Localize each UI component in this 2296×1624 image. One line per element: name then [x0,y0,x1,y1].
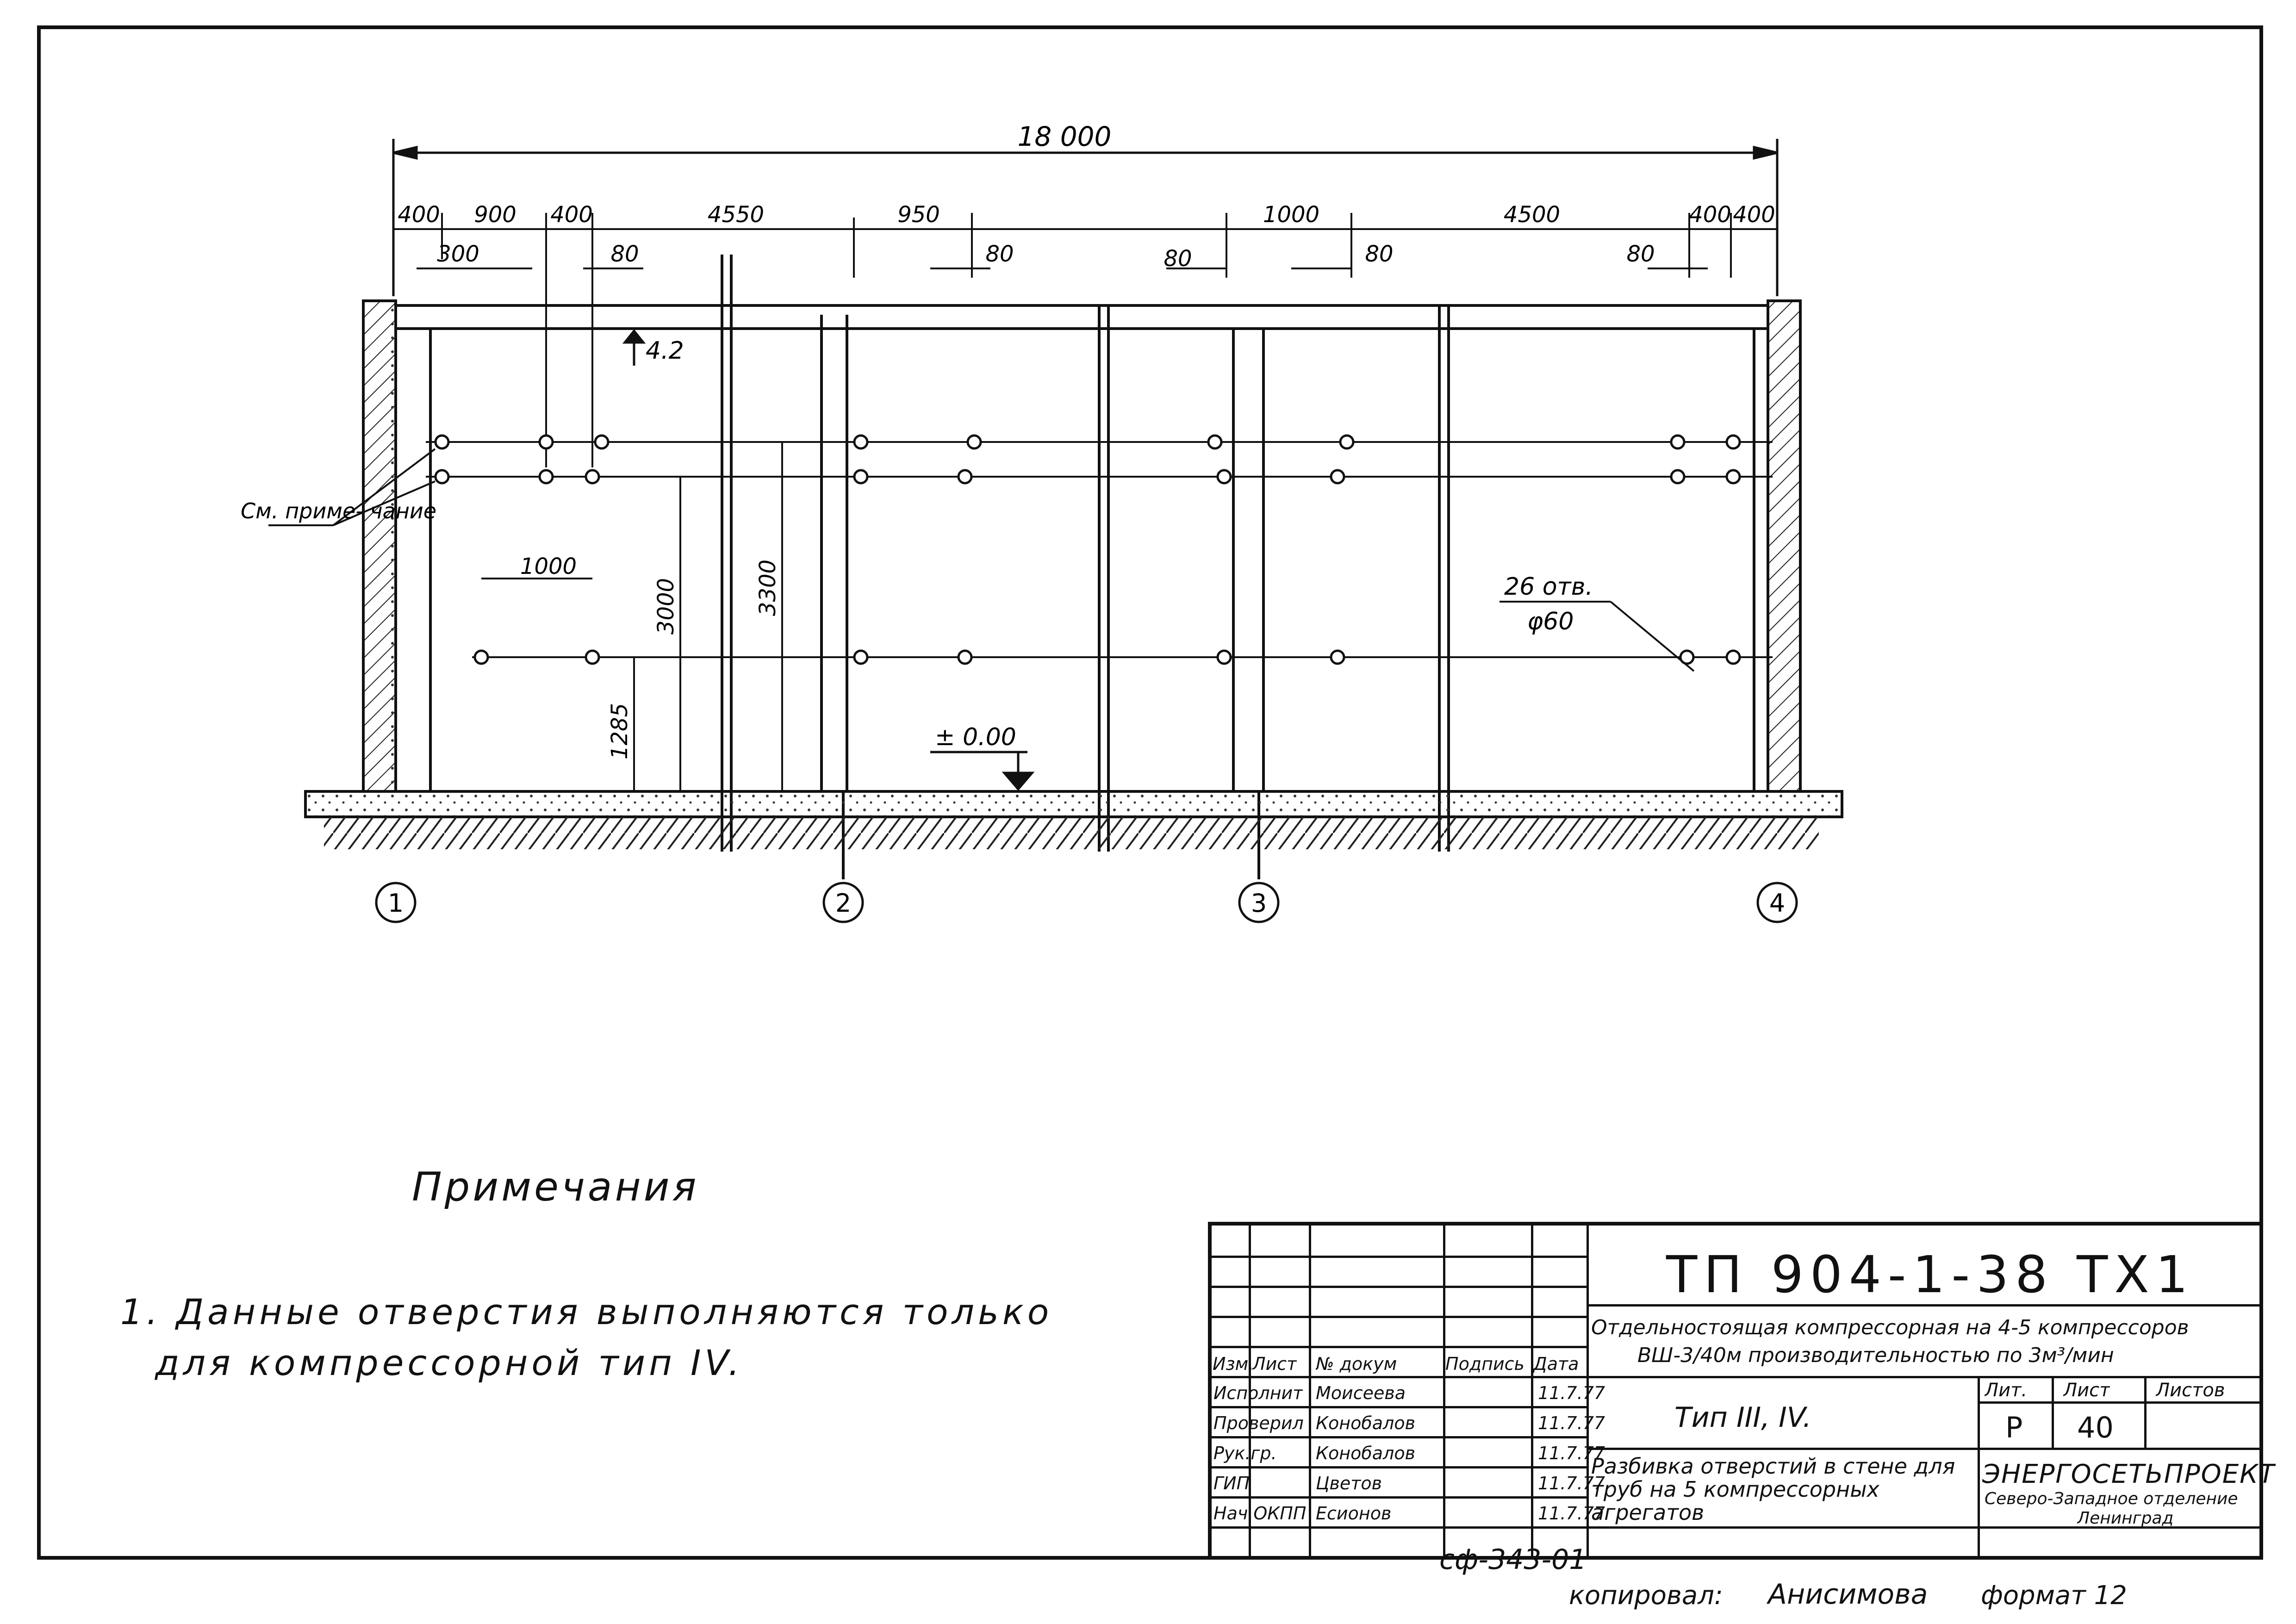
notes-title: Примечания [412,1164,699,1210]
sheet-border [37,25,2263,1560]
row-5-date: 11.7.77 [1538,1503,1605,1524]
row-5-role: Нач.ОКПП [1213,1503,1307,1524]
sheet-value: 40 [2077,1411,2114,1444]
dim-400-a: 400 [398,202,440,228]
overall-dimension-label: 18 000 [1018,121,1112,152]
header-izm: Изм. [1213,1354,1254,1374]
elevation-zero-mark [930,751,1035,791]
hole-rows [426,441,1773,658]
axis-3: 3 [1251,889,1267,918]
overall-dimension [392,139,1779,296]
holes-diameter: φ60 [1527,608,1574,635]
callout-note: См. приме- чание [241,498,436,523]
header-sign: Подпись [1445,1354,1524,1374]
dim-80-b: 80 [985,241,1014,267]
top-dimension-chain [393,213,1777,467]
org-branch: Северо-Западное отделение [1985,1489,2238,1508]
row-5-name: Есионов [1316,1503,1392,1524]
dim-400-b: 400 [550,202,593,228]
dim-80-d: 80 [1365,241,1393,267]
dim-80-a: 80 [610,241,639,267]
dim-4550: 4550 [708,202,764,228]
sheet-header: Лист [2063,1380,2110,1401]
copy-code: сф-343-01 [1439,1543,1587,1576]
header-list: Лист [1252,1354,1297,1374]
dim-80-c: 80 [1164,246,1192,272]
row-3-date: 11.7.77 [1538,1443,1605,1463]
axis-2: 2 [835,889,851,918]
columns [429,315,1755,791]
note-line-2: для компрессорной тип IV. [155,1342,743,1383]
vertical-dimensions [481,442,783,791]
axis-markers [375,882,1798,923]
elevation-zero: ± 0.00 [935,723,1016,751]
elevation-top: 4.2 [646,337,684,365]
lit-value: Р [2005,1411,2023,1444]
copied-by-name: Анисимова [1768,1578,1928,1611]
dim-400-c: 400 [1689,202,1731,228]
row-1-role: Исполнит [1213,1383,1303,1403]
holes-count: 26 отв. [1504,573,1593,601]
dim-950: 950 [897,202,940,228]
callout-leader [268,448,436,526]
row-1-name: Моисеева [1316,1383,1406,1403]
type-label: Тип III, IV. [1674,1401,1812,1434]
row-3-role: Рук.гр. [1213,1443,1277,1463]
dim-300: 300 [437,241,479,267]
row-2-name: Конобалов [1316,1413,1415,1433]
row-4-name: Цветов [1316,1473,1382,1493]
dim-4500: 4500 [1504,202,1560,228]
sheet-title: Разбивка отверстий в стене для труб на 5… [1591,1454,1955,1525]
right-wall [1767,299,1802,793]
format-label: формат 12 [1981,1580,2127,1611]
org-city: Ленинград [2077,1509,2174,1528]
left-wall [362,299,397,793]
project-line-2: ВШ-3/40м производительностью по 3м³/мин [1637,1344,2114,1367]
holes [434,434,1741,665]
sheets-header: Листов [2156,1380,2225,1401]
dim-900: 900 [474,202,516,228]
dim-1000: 1000 [1263,202,1319,228]
holes-callout-leader [1500,601,1695,672]
project-line-1: Отдельностоящая компрессорная на 4-5 ком… [1591,1316,2189,1339]
row-4-date: 11.7.77 [1538,1473,1605,1493]
document-code: ТП 904-1-38 ТХ1 [1666,1245,2195,1304]
row-4-role: ГИП [1213,1473,1250,1493]
spacing-1000: 1000 [520,554,577,579]
note-line-1: 1. Данные отверстия выполняются только [120,1291,1053,1332]
floor-slab [304,790,1843,849]
dim-80-e: 80 [1626,241,1655,267]
elevation-top-mark [622,329,646,366]
dim-3000: 3000 [653,578,679,635]
vertical-pipes [721,255,1450,879]
dim-1285: 1285 [607,703,633,759]
dim-400-d: 400 [1733,202,1775,228]
row-3-name: Конобалов [1316,1443,1415,1463]
dim-3300: 3300 [755,560,781,616]
org-name: ЭНЕРГОСЕТЬПРОЕКТ [1982,1459,2276,1489]
row-2-date: 11.7.77 [1538,1413,1605,1433]
title-block: Изм. Лист № докум Подпись Дата Исполнит … [1208,1222,2275,1560]
header-date: Дата [1533,1354,1579,1374]
top-beam [396,304,1768,330]
lit-header: Лит. [1985,1380,2028,1401]
header-doc: № докум [1316,1354,1397,1374]
row-1-date: 11.7.77 [1538,1383,1605,1403]
row-2-role: Проверил [1213,1413,1304,1433]
copied-by-label: копировал: [1569,1580,1723,1611]
axis-4: 4 [1769,889,1785,918]
axis-1: 1 [388,889,404,918]
